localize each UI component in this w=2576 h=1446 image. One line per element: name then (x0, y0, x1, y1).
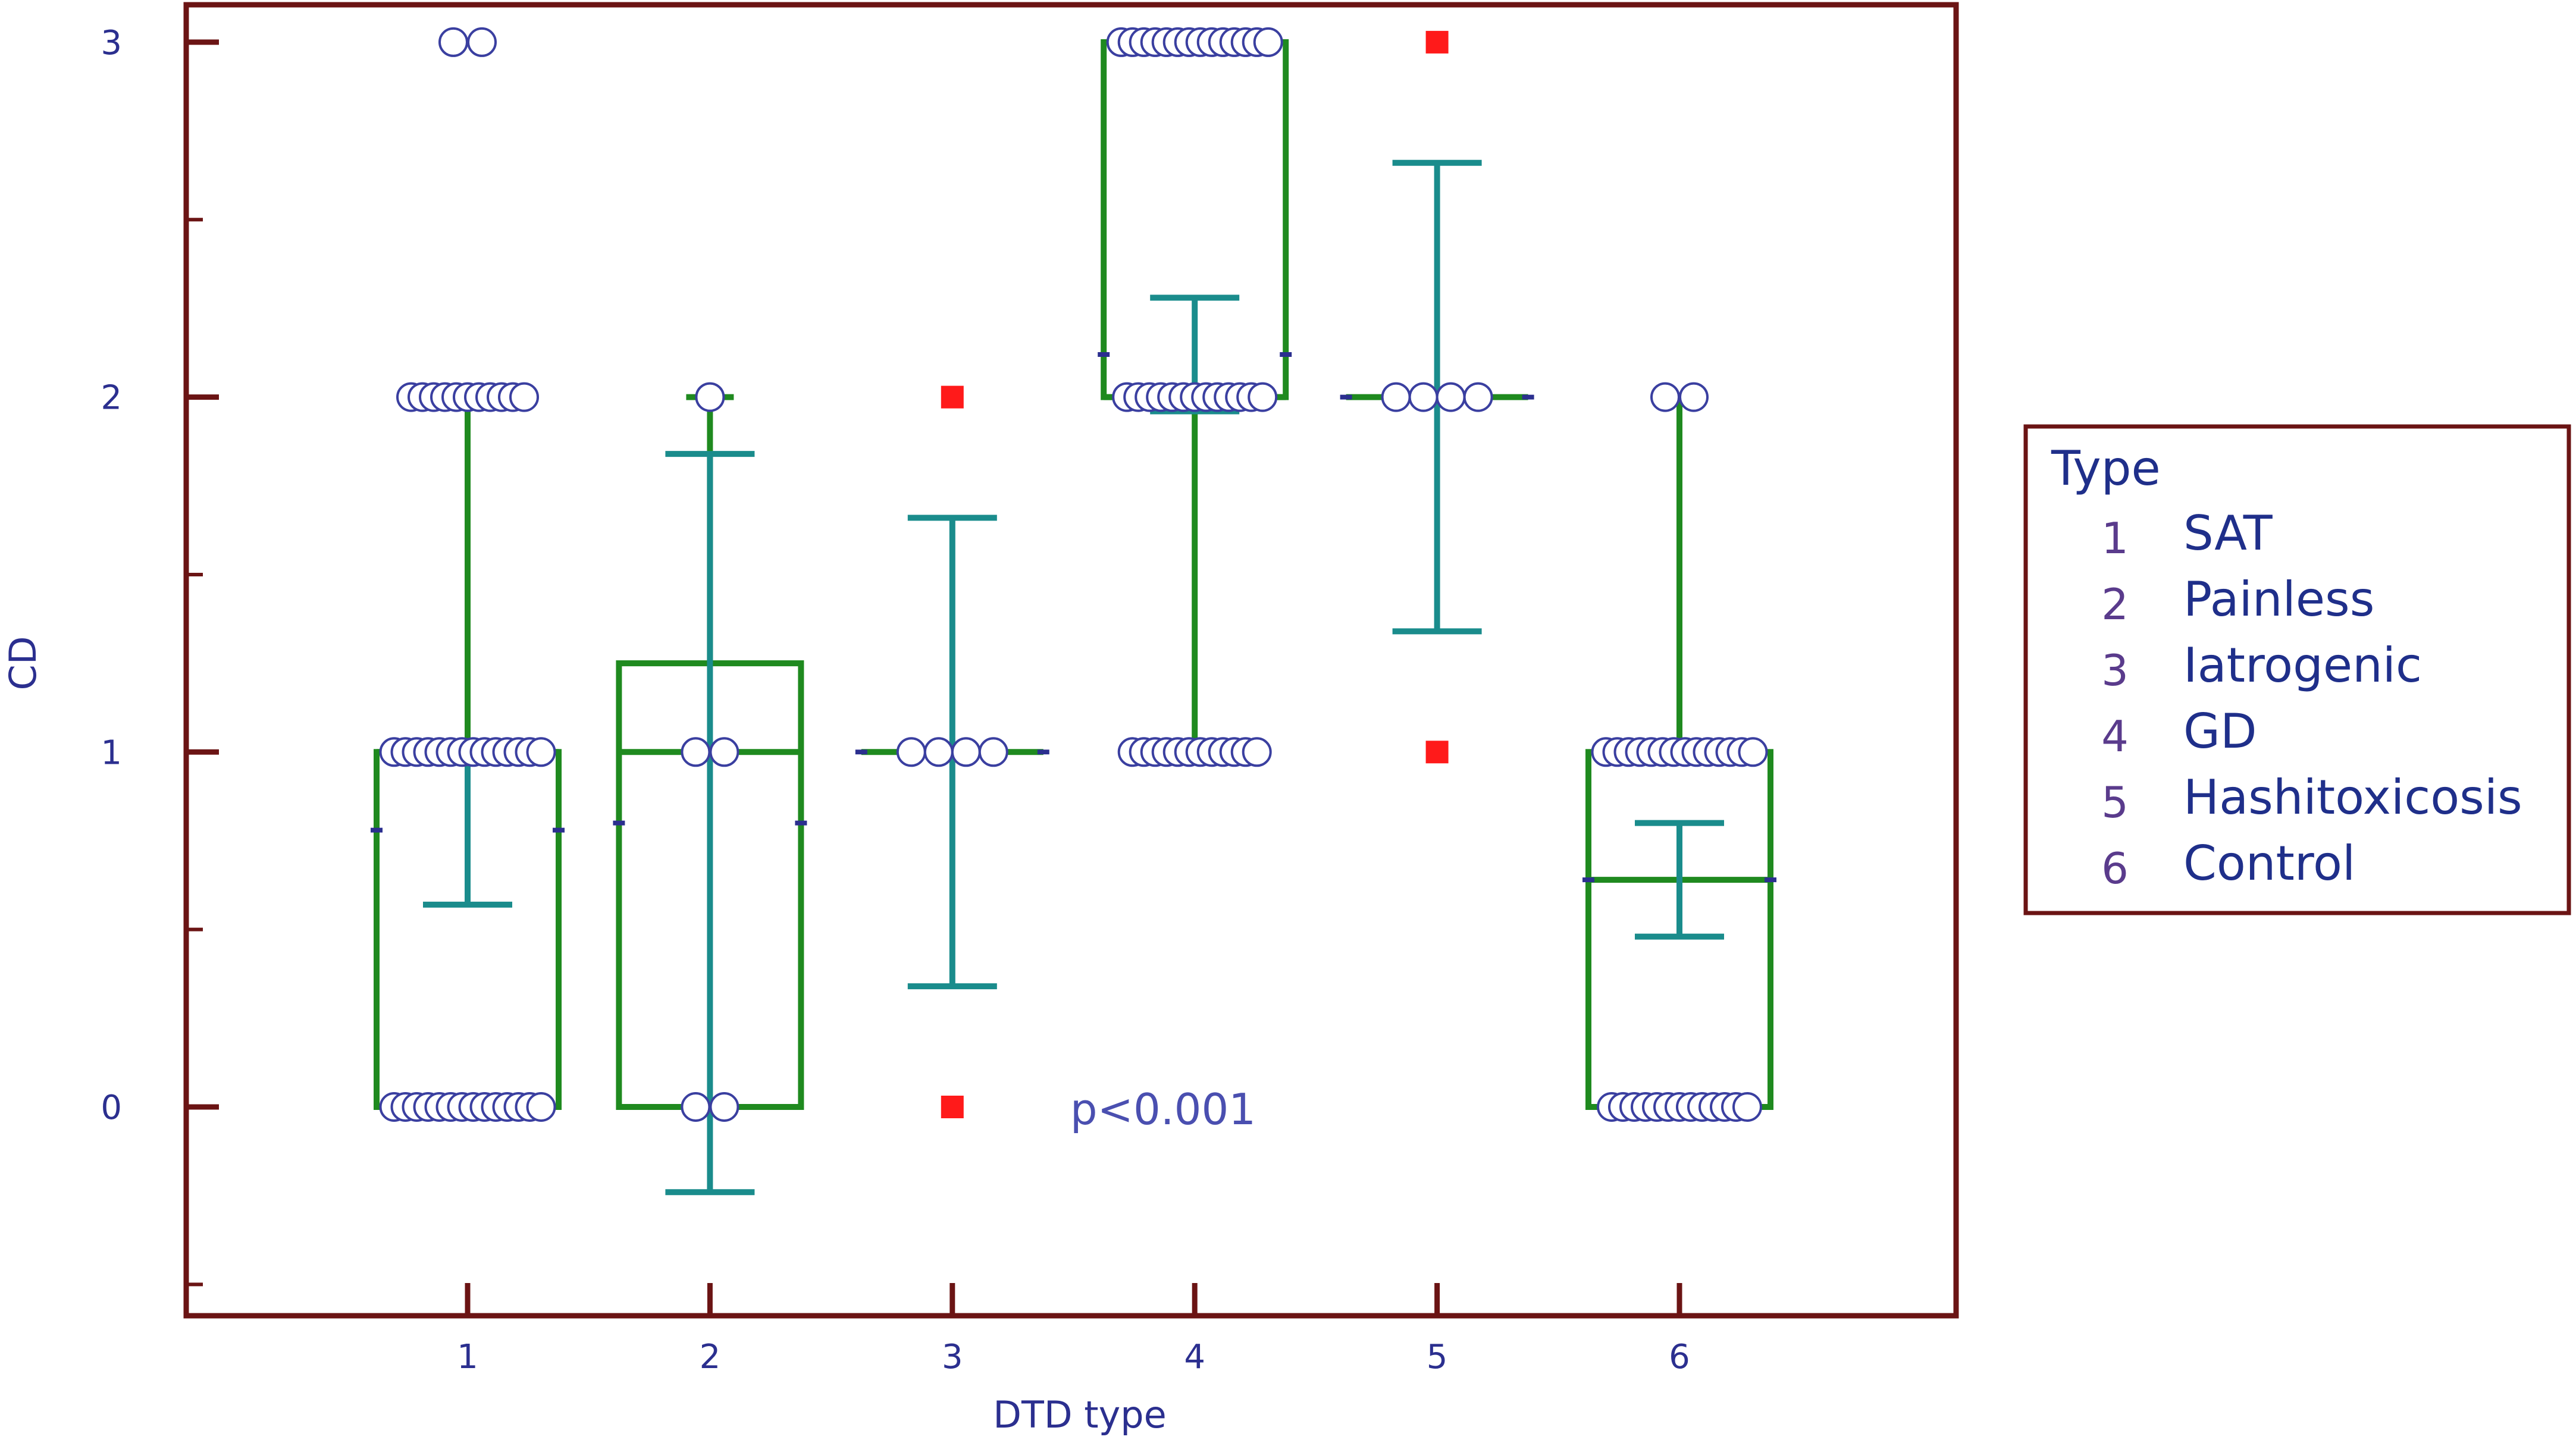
data-point (1738, 737, 1768, 767)
legend-item-code: 4 (2101, 711, 2129, 761)
data-point (1732, 1092, 1762, 1122)
y-axis-title: CD (1, 636, 45, 690)
legend-item-name: Iatrogenic (2183, 638, 2422, 693)
data-point (695, 382, 725, 412)
data-point (709, 1092, 739, 1122)
data-point (951, 737, 981, 767)
x-tick-label: 3 (942, 1338, 963, 1376)
outlier-point (1425, 30, 1449, 54)
x-tick-label: 5 (1427, 1338, 1448, 1376)
y-tick-label: 1 (101, 733, 122, 772)
box-group-2 (613, 394, 807, 1196)
plot-frame (183, 2, 1959, 1319)
x-tick-label: 1 (457, 1338, 478, 1376)
x-axis-title: DTD type (993, 1393, 1167, 1436)
data-point (526, 1092, 556, 1122)
data-point (709, 737, 739, 767)
legend: Type 1 SAT 2 Painless 3 Iatrogenic 4 GD 5 Hashitox… (2023, 424, 2571, 915)
data-point (438, 27, 468, 57)
legend-item-name: Painless (2183, 572, 2374, 627)
data-point (923, 737, 954, 767)
p-value-annotation: p<0.001 (1070, 1084, 1256, 1134)
data-point (1650, 382, 1680, 412)
legend-item-code: 6 (2101, 843, 2129, 893)
data-point (896, 737, 926, 767)
data-point (509, 382, 539, 412)
data-point (1408, 382, 1439, 412)
legend-title: Type (2051, 441, 2161, 496)
y-tick-label: 0 (101, 1089, 122, 1127)
legend-item-code: 1 (2101, 513, 2129, 563)
y-tick-label: 2 (101, 379, 122, 418)
y-tick-label: 3 (101, 24, 122, 62)
outlier-point (941, 385, 964, 409)
legend-item-name: Hashitoxicosis (2183, 770, 2522, 825)
outlier-point (941, 1096, 964, 1118)
data-point (681, 1092, 711, 1122)
data-point (526, 737, 556, 767)
legend-item-name: GD (2183, 704, 2257, 759)
data-point (1381, 382, 1411, 412)
data-point (1679, 382, 1709, 412)
legend-item-code: 5 (2101, 777, 2129, 827)
x-tick-label: 2 (700, 1338, 721, 1376)
data-point (1436, 382, 1466, 412)
legend-item-name: SAT (2183, 506, 2273, 561)
x-tick-label: 6 (1669, 1338, 1690, 1376)
legend-item-code: 3 (2101, 645, 2129, 695)
data-point (467, 27, 497, 57)
legend-frame (2023, 424, 2571, 915)
data-point (1242, 737, 1272, 767)
data-point (681, 737, 711, 767)
data-point (978, 737, 1008, 767)
legend-item-name: Control (2183, 836, 2355, 891)
data-point (1253, 27, 1283, 57)
data-point (1248, 382, 1278, 412)
data-point (1463, 382, 1493, 412)
outlier-point (1425, 741, 1449, 764)
x-tick-label: 4 (1184, 1338, 1205, 1376)
legend-item-code: 2 (2101, 579, 2129, 629)
